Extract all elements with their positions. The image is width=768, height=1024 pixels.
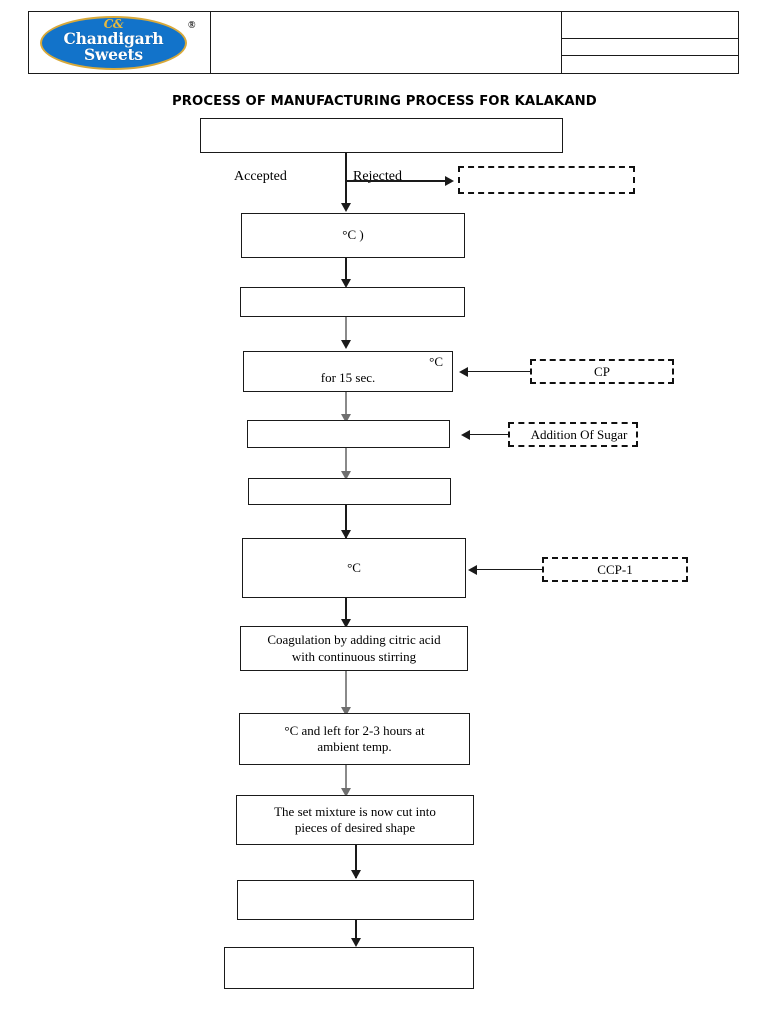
flow-box-sugar-addition [247, 420, 450, 448]
flow-box-heating-ccp: °C [242, 538, 466, 598]
flow-box-cutting-line2: pieces of desired shape [294, 820, 416, 835]
connector-box6-to-box7 [345, 505, 347, 538]
flow-box-cutting: The set mixture is now cut into pieces o… [236, 795, 474, 845]
dashed-box-ccp1-label: CCP-1 [597, 561, 633, 577]
connector-box8-to-box9 [345, 671, 347, 714]
connector-box7-to-box8 [345, 598, 347, 626]
arrow-box7-to-box8 [341, 619, 351, 628]
flow-box-coagulation: Coagulation by adding citric acid with c… [240, 626, 468, 671]
connector-sugar-to-box5 [470, 434, 515, 436]
arrow-box4-to-box5 [341, 414, 351, 423]
connector-box5-to-box6 [345, 448, 347, 478]
arrow-box5-to-box6 [341, 471, 351, 480]
flow-box-setting-line2: ambient temp. [317, 739, 392, 754]
flow-box-mixing [248, 478, 451, 505]
page-title: PROCESS OF MANUFACTURING PROCESS FOR KAL… [172, 94, 597, 109]
flow-box-raw-material [200, 118, 563, 153]
connector-box11-to-box12 [355, 920, 357, 944]
connector-box3-to-box4 [345, 317, 347, 347]
flow-box-temperature-check-label: °C ) [342, 227, 364, 243]
dashed-box-addition-of-sugar: Addition Of Sugar [508, 422, 638, 447]
dashed-box-cp: CP [530, 359, 674, 384]
arrow-box9-to-box10 [341, 788, 351, 797]
arrow-box2-to-box3 [341, 279, 351, 288]
flow-box-setting-line1: °C and left for 2-3 hours at [284, 722, 425, 738]
logo-brand-line-1: Chandigarh [63, 29, 164, 48]
header-right-cell-1 [562, 12, 738, 39]
flow-box-pasteurization-time: for 15 sec. [320, 370, 376, 386]
header-right-cell-3 [562, 56, 738, 73]
arrow-box6-to-box7 [341, 530, 351, 539]
logo-monogram-text: C& [103, 17, 124, 31]
header-right-cell-2 [562, 39, 738, 57]
flow-box-filtration [240, 287, 465, 317]
arrow-cp-to-pasteurization [459, 367, 468, 377]
edge-label-rejected: Rejected [353, 169, 402, 184]
connector-ccp1-to-box7 [477, 569, 543, 571]
flow-box-temperature-check: °C ) [241, 213, 465, 258]
logo-brand-line-2: Sweets [84, 45, 143, 64]
arrow-box10-to-box11 [351, 870, 361, 879]
flow-box-coagulation-line2: with continuous stirring [291, 648, 417, 664]
registered-trademark-icon: ® [188, 20, 196, 31]
flow-box-setting: °C and left for 2-3 hours at ambient tem… [239, 713, 470, 765]
dashed-box-ccp1: CCP-1 [542, 557, 688, 582]
flow-box-pasteurization: °C for 15 sec. [243, 351, 453, 392]
connector-rejected-horizontal [346, 180, 447, 182]
connector-box1-to-box2 [345, 153, 347, 205]
arrow-ccp1-to-box7 [468, 565, 477, 575]
arrow-box1-to-box2 [341, 203, 351, 212]
connector-box2-to-box3 [345, 258, 347, 282]
connector-box10-to-box11 [355, 845, 357, 878]
document-header-table: C& Chandigarh Sweets ® [28, 11, 739, 74]
flow-box-cutting-line1: The set mixture is now cut into [274, 803, 436, 819]
arrow-box3-to-box4 [341, 340, 351, 349]
connector-box9-to-box10 [345, 765, 347, 795]
flow-box-packaging [237, 880, 474, 920]
connector-box4-to-box5 [345, 392, 347, 421]
header-logo-cell: C& Chandigarh Sweets ® [29, 12, 211, 73]
edge-label-accepted: Accepted [234, 169, 287, 184]
dashed-box-rejected [458, 166, 635, 194]
arrow-box11-to-box12 [351, 938, 361, 947]
arrow-rejected-to-dashed [445, 176, 454, 186]
flow-box-pasteurization-temp: °C [429, 354, 443, 369]
arrow-sugar-to-box5 [461, 430, 470, 440]
flow-box-coagulation-line1: Coagulation by adding citric acid [267, 632, 441, 648]
dashed-box-addition-of-sugar-label: Addition Of Sugar [530, 426, 628, 442]
header-middle-cell [211, 12, 562, 73]
logo-ellipse-shape [40, 16, 187, 70]
flow-box-storage [224, 947, 474, 989]
company-logo: C& Chandigarh Sweets [40, 16, 187, 70]
header-right-column [562, 12, 738, 73]
arrow-box8-to-box9 [341, 707, 351, 716]
dashed-box-cp-label: CP [594, 363, 610, 379]
flow-box-heating-ccp-label: °C [347, 559, 361, 575]
connector-cp-to-pasteurization [468, 371, 530, 373]
